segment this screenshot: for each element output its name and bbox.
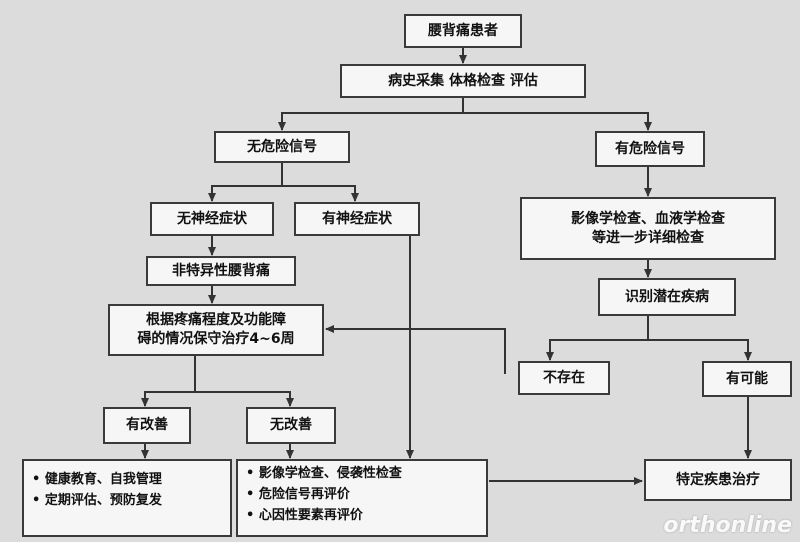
node-no-danger: 无危险信号 (214, 131, 350, 163)
edge-history-split (278, 98, 464, 131)
edge-history-danger (463, 112, 652, 131)
node-no-neuro: 无神经症状 (150, 202, 274, 236)
improved-action-item: 定期评估、预防复发 (32, 490, 222, 511)
node-imaging: 影像学检查、血液学检查 等进一步详细检查 (520, 197, 776, 260)
node-danger: 有危险信号 (595, 131, 705, 167)
node-not-improved: 无改善 (246, 407, 336, 444)
reassess-action-item: 影像学检查、侵袭性检查 (246, 463, 478, 484)
edge-conservative-notimproved (195, 391, 294, 407)
node-specific-treatment: 特定疾患治疗 (644, 459, 792, 501)
edge-identify-split (546, 316, 649, 361)
reassess-action-item: 心因性要素再评价 (246, 505, 478, 526)
node-history: 病史采集 体格检查 评估 (340, 64, 586, 98)
node-patient: 腰背痛患者 (404, 14, 522, 48)
node-absent: 不存在 (518, 361, 610, 395)
node-identify: 识别潜在疾病 (598, 278, 736, 316)
improved-actions-list: 健康教育、自我管理 定期评估、预防复发 (22, 459, 232, 537)
edge-nodanger-split (208, 163, 283, 202)
improved-action-item: 健康教育、自我管理 (32, 469, 222, 490)
reassess-actions-list: 影像学检查、侵袭性检查 危险信号再评价 心因性要素再评价 (236, 459, 488, 537)
edge-absent-conservative (325, 325, 506, 374)
node-nonspecific: 非特异性腰背痛 (146, 256, 296, 286)
edge-nodanger-neuro (282, 185, 359, 202)
node-possible: 有可能 (702, 361, 792, 397)
watermark-logo: orthonline (663, 513, 792, 538)
node-improved: 有改善 (103, 407, 191, 444)
edge-identify-possible (648, 339, 752, 361)
node-neuro: 有神经症状 (294, 202, 420, 236)
node-conservative: 根据疼痛程度及功能障 碍的情况保守治疗4~6周 (108, 304, 324, 356)
reassess-action-item: 危险信号再评价 (246, 484, 478, 505)
edge-conservative-improved (141, 356, 196, 407)
